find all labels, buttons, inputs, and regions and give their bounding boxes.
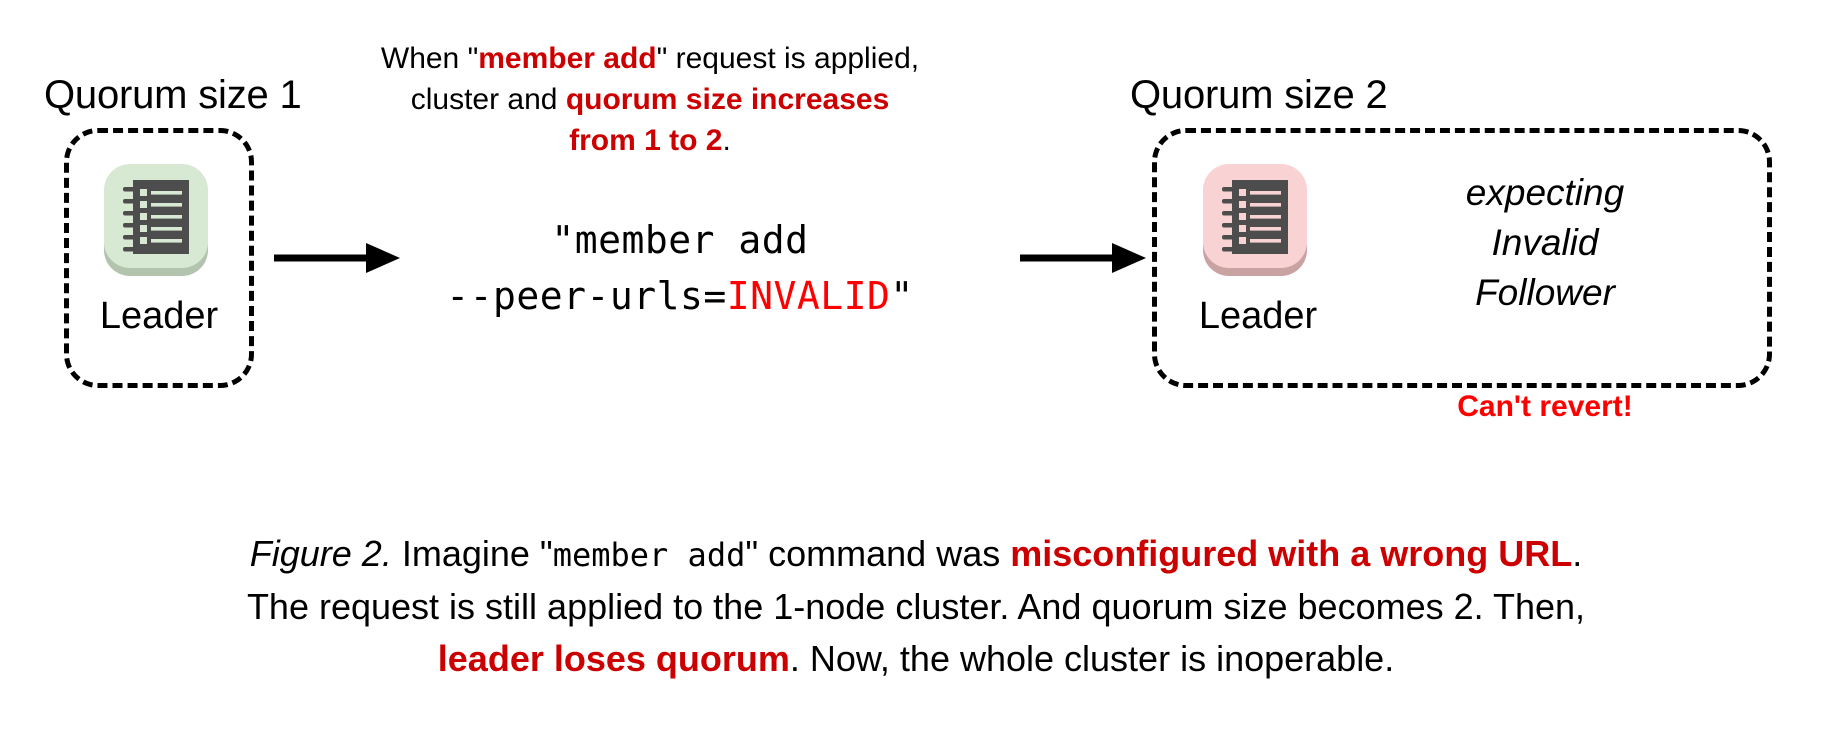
caption-line-1: Figure 2. Imagine "member add" command w… [0,528,1832,581]
left-cluster-title: Quorum size 1 [44,73,302,117]
expecting-line-2: Invalid [1491,222,1599,263]
caption-line3-rest: . Now, the whole cluster is inoperable. [789,638,1395,679]
top-line2-prefix: cluster and [410,83,566,116]
command-line-1: "member add [551,218,809,262]
caption-line1-period: . [1572,533,1583,574]
top-line1-suffix: " request is applied, [656,42,920,75]
expecting-line-1: expecting [1465,172,1625,213]
cant-revert-warning: Can't revert! [1457,390,1633,423]
top-line3-period: . [722,124,731,157]
top-line1-prefix: When " [380,42,479,75]
command-line-2: --peer-urls=INVALID" [440,268,920,324]
top-line2-emphasis: quorum size increases [565,83,890,116]
command-invalid-value: INVALID [726,274,891,318]
arrow-right-icon-2 [1018,238,1148,278]
command-block: "member add --peer-urls=INVALID" [440,212,920,324]
caption-line1-command: member add [552,536,746,574]
expecting-line-3: Follower [1475,272,1615,313]
notebook-icon [100,158,218,288]
command-closing-quote: " [890,274,914,318]
top-annotation-line-1: When "member add" request is applied, [355,38,945,79]
right-cluster-box [1152,128,1772,388]
caption-line3-emphasis: leader loses quorum [437,638,790,679]
caption-figure-label: Figure 2. [249,533,392,574]
notebook-icon-2 [1199,158,1317,288]
left-node-label: Leader [99,295,219,337]
top-annotation: When "member add" request is applied, cl… [355,38,945,161]
right-cluster-node: Leader [1198,158,1318,338]
figure-caption: Figure 2. Imagine "member add" command w… [0,528,1832,685]
top-line3-emphasis: from 1 to 2 [569,124,723,157]
expecting-note: expecting Invalid Follower [1380,168,1710,318]
caption-line-3: leader loses quorum. Now, the whole clus… [0,633,1832,685]
left-cluster-node: Leader [99,158,219,338]
arrow-right-icon [272,238,402,278]
top-annotation-line-2: cluster and quorum size increases [355,79,945,120]
caption-line1-emphasis: misconfigured with a wrong URL [1010,533,1573,574]
caption-line1-b: Imagine " [391,533,553,574]
caption-line1-d: " command was [745,533,1011,574]
left-cluster-box [64,128,254,388]
caption-line-2: The request is still applied to the 1-no… [246,586,1586,627]
command-flag: --peer-urls= [446,274,727,318]
right-node-label: Leader [1198,295,1318,337]
right-cluster-title: Quorum size 2 [1130,73,1388,117]
top-annotation-line-3: from 1 to 2. [355,120,945,161]
top-line1-command: member add [478,42,657,75]
